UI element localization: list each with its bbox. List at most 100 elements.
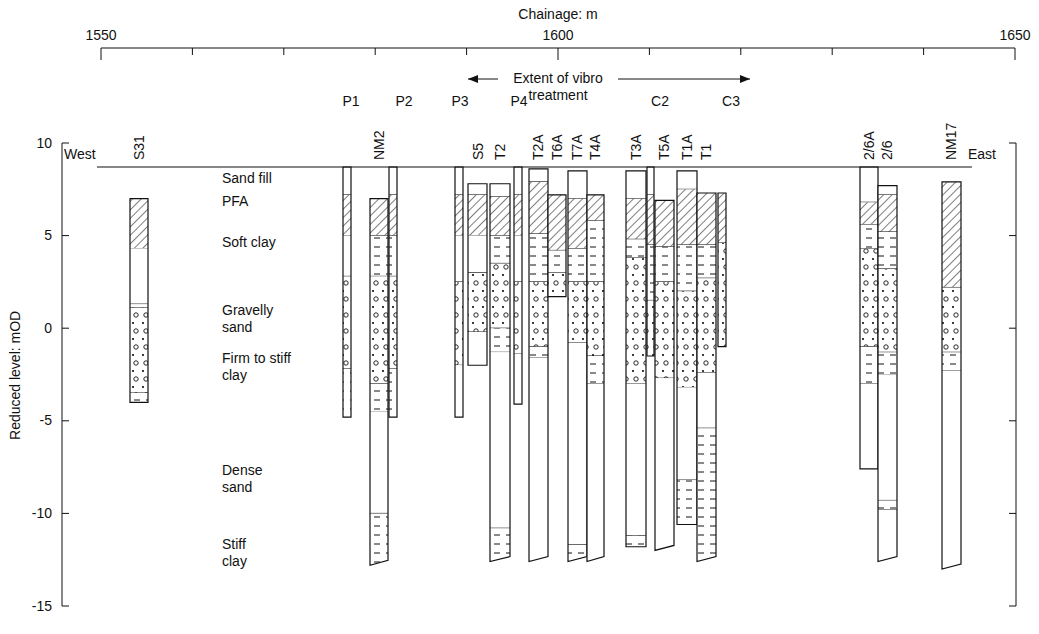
- plain-layer: [697, 373, 716, 429]
- layer-ground: [548, 273, 566, 297]
- plain-layer: [514, 236, 522, 282]
- clay-layer: [370, 513, 388, 565]
- pfa-layer: [130, 199, 148, 249]
- layer-ground: [655, 378, 674, 550]
- layer-ground: [529, 358, 548, 562]
- sand-layer: [568, 282, 587, 343]
- borehole-outline: [529, 169, 548, 562]
- borehole-column: [697, 193, 716, 562]
- layer-ground: [490, 328, 510, 352]
- layer-ground: [468, 184, 487, 195]
- borehole-column: [389, 167, 397, 417]
- pfa-layer: [677, 189, 697, 245]
- layer-ground: [677, 387, 697, 480]
- plain-layer: [455, 365, 463, 417]
- layer-ground: [860, 249, 878, 347]
- layer-ground: [568, 199, 587, 249]
- plain-layer: [655, 378, 674, 550]
- borehole-name: 2/6: [879, 141, 896, 160]
- clay-layer: [697, 245, 716, 278]
- borehole-name: 2/6A: [861, 131, 878, 160]
- clay-layer: [647, 245, 654, 301]
- layer-ground: [677, 291, 697, 387]
- sand-layer: [130, 308, 148, 393]
- axis-tick: [101, 48, 102, 60]
- clay-layer: [942, 352, 961, 371]
- plain-layer: [490, 184, 510, 197]
- sand-layer: [860, 249, 878, 347]
- sand-layer: [490, 263, 510, 328]
- axis-tick: [1015, 48, 1016, 60]
- borehole-column: [548, 195, 566, 297]
- plain-layer: [942, 371, 961, 569]
- plain-layer: [878, 186, 897, 195]
- layer-ground: [878, 510, 897, 562]
- layer-ground: [529, 282, 548, 347]
- axis-tick: [1009, 235, 1016, 236]
- layer-ground: [677, 480, 697, 524]
- borehole-name: P1: [342, 93, 359, 110]
- layer-ground: [718, 243, 726, 347]
- clay-layer: [490, 528, 510, 561]
- layer-ground: [568, 282, 587, 343]
- layer-ground: [647, 245, 654, 301]
- borehole-column: [468, 184, 487, 365]
- layer-ground: [490, 236, 510, 264]
- clay-layer: [860, 224, 878, 248]
- plain-layer: [468, 236, 487, 273]
- borehole-name: P3: [451, 93, 468, 110]
- plain-layer: [677, 171, 697, 190]
- layer-name: Gravelly sand: [222, 302, 296, 336]
- pfa-layer: [389, 195, 397, 236]
- layer-ground: [860, 224, 878, 248]
- borehole-outline: [568, 171, 587, 562]
- pfa-layer: [468, 195, 487, 236]
- layer-ground: [878, 352, 897, 374]
- borehole-outline: [677, 171, 697, 525]
- borehole-outline: [370, 199, 388, 566]
- layer-name: Stiff clay: [222, 536, 272, 570]
- layer-ground: [878, 186, 897, 195]
- borehole-name: NM17: [943, 123, 960, 160]
- layer-ground: [468, 273, 487, 332]
- level-tick-label: -10: [32, 505, 52, 522]
- axis-tick: [62, 143, 69, 144]
- borehole-name: T5A: [656, 134, 673, 160]
- borehole-name: T1: [698, 144, 715, 160]
- layer-ground: [718, 193, 726, 243]
- layer-ground: [548, 195, 566, 251]
- layer-ground: [529, 169, 548, 182]
- clay-layer: [370, 236, 388, 277]
- layer-ground: [389, 195, 397, 236]
- clay-layer: [568, 249, 587, 282]
- layer-ground: [548, 250, 566, 272]
- plain-layer: [455, 167, 463, 195]
- borehole-column: [568, 171, 587, 562]
- layer-ground: [370, 384, 388, 412]
- plain-layer: [860, 167, 878, 202]
- borehole-name: T2A: [530, 134, 547, 160]
- clay-layer: [697, 428, 716, 561]
- layer-ground: [455, 195, 463, 236]
- pfa-layer: [343, 195, 351, 236]
- axis-title: Reduced level: mOD: [8, 310, 25, 439]
- plain-layer: [514, 354, 522, 404]
- clay-layer: [677, 480, 697, 524]
- plain-layer: [647, 167, 654, 195]
- sand-layer: [655, 282, 674, 378]
- axis-tick: [62, 328, 69, 329]
- layer-ground: [647, 300, 654, 356]
- layer-ground: [468, 195, 487, 236]
- sand-layer: [370, 276, 388, 383]
- layer-ground: [130, 393, 148, 402]
- pfa-layer: [647, 195, 654, 245]
- layer-ground: [626, 171, 646, 199]
- chainage-tick-label: 1550: [85, 27, 116, 44]
- layer-ground: [568, 171, 587, 199]
- axis-title: Chainage: m: [518, 6, 597, 23]
- borehole-column: [490, 184, 510, 562]
- sand-layer: [677, 291, 697, 387]
- sand-layer: [587, 282, 604, 356]
- axis-tick: [62, 235, 69, 236]
- clay-layer: [626, 536, 646, 547]
